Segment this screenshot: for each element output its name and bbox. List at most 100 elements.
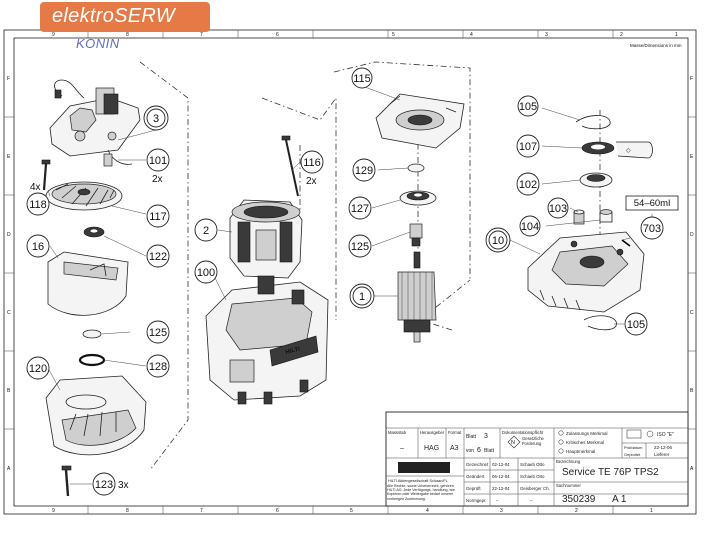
callout-118: 118	[26, 192, 50, 216]
tolerance-icon	[626, 429, 642, 439]
col-label-bottom: 9	[52, 508, 55, 514]
tb-row-label: Geprüft	[466, 486, 481, 491]
callout-122: 122	[146, 244, 170, 268]
long-screw-part	[281, 135, 299, 197]
row-label: E	[690, 154, 694, 160]
callout-103: 103	[547, 197, 569, 219]
tb-row-label: Gezeichnet	[466, 462, 489, 467]
callout-104: 104	[519, 215, 541, 237]
svg-text:122: 122	[149, 251, 167, 263]
callout-128: 128	[146, 354, 170, 378]
row-label: F	[7, 76, 10, 82]
air-guide-part	[47, 251, 129, 316]
tb-value: –	[400, 445, 404, 452]
dok-symbol-icon	[507, 435, 521, 449]
hilti-logo: HILTI	[413, 463, 435, 473]
callout-125: 125	[146, 320, 170, 344]
col-label-bottom: 1	[650, 508, 653, 514]
svg-text:116: 116	[303, 157, 321, 169]
armature-part	[397, 251, 437, 343]
tb-value: Lieferer	[654, 452, 670, 457]
row-label: D	[690, 232, 694, 238]
tb-row-name: Geisberger Ch.	[520, 486, 550, 491]
row-label: A	[7, 466, 11, 472]
row-label: E	[7, 154, 11, 160]
hilti-logo-box	[398, 462, 450, 473]
svg-text:125: 125	[149, 327, 167, 339]
inner-frame	[13, 37, 689, 507]
tb-value: A3	[450, 445, 459, 452]
tb-label: Blatt	[466, 434, 477, 440]
tb-label: Massstab	[388, 430, 407, 435]
col-label-top: 2	[620, 32, 623, 38]
callout-105: 105	[624, 312, 648, 336]
svg-text:127: 127	[351, 203, 369, 215]
callout-129: 129	[352, 158, 376, 182]
svg-text:1: 1	[359, 291, 365, 303]
tb-label: Prüfdatum	[624, 445, 643, 450]
callout-116: 116	[300, 150, 324, 174]
svg-text:107: 107	[519, 141, 537, 153]
col-label-bottom: 6	[276, 508, 279, 514]
col-label-top: 5	[392, 32, 395, 38]
grid-ticks	[4, 30, 696, 514]
svg-text:128: 128	[149, 361, 167, 373]
callout-120: 120	[26, 356, 50, 380]
tb-label: von	[466, 448, 474, 454]
col-label-top: 3	[545, 32, 548, 38]
callout-16: 16	[26, 234, 50, 258]
svg-text:118: 118	[29, 199, 47, 211]
watermark-city: KONIN	[76, 36, 120, 51]
svg-text:101: 101	[149, 155, 167, 167]
tb-index: A 1	[612, 494, 627, 505]
tb-part-number: 350239	[562, 494, 596, 505]
tb-row-date: –	[496, 498, 499, 503]
col-label-bottom: 3	[500, 508, 503, 514]
grease-amount: 54–60ml	[634, 198, 670, 209]
outer-frame	[3, 29, 697, 515]
tb-legal-text: Alle Rechte, sowie Urheberrecht, gehören…	[387, 484, 455, 501]
projection-icon	[646, 430, 654, 438]
svg-text:100: 100	[197, 267, 215, 279]
bearing-marking-icon: ◇	[626, 148, 631, 154]
brush-holder-part	[49, 79, 141, 167]
svg-text:703: 703	[643, 223, 661, 235]
svg-text:115: 115	[353, 73, 371, 85]
tb-row-date: 06-12-04	[492, 474, 510, 479]
svg-text:10: 10	[492, 235, 504, 247]
motor-housing-part: HILTI	[205, 275, 329, 405]
tb-label: Sachnummer	[556, 483, 582, 488]
tb-row-name: Schaeb Otto	[520, 462, 545, 467]
tb-value: 6	[477, 447, 481, 454]
tb-value: 22-12-06	[654, 445, 673, 450]
ring-part	[82, 329, 102, 339]
title-block: Massstab – Herausgeber HAG Format A3 Bla…	[385, 411, 689, 507]
callout-117: 117	[146, 204, 170, 228]
col-label-bottom: 2	[575, 508, 578, 514]
svg-text:120: 120	[29, 363, 47, 375]
svg-text:3: 3	[153, 113, 159, 125]
row-label: B	[7, 388, 11, 394]
stator-part	[229, 199, 303, 279]
dimension-note: Masse/Dimensions in mm	[630, 43, 682, 48]
quantity-label: 3x	[118, 480, 129, 491]
row-label: B	[690, 388, 694, 394]
tb-dok-text: Gesetzliche Forderung	[522, 436, 544, 446]
svg-text:125: 125	[351, 241, 369, 253]
tb-label: Zulassungs Merkmal	[566, 431, 608, 436]
col-label-top: 7	[200, 32, 203, 38]
col-label-top: 4	[470, 32, 473, 38]
bearing-part	[579, 172, 613, 188]
bearing-plate-part	[375, 93, 465, 149]
tb-label: Geplottet	[624, 452, 641, 457]
tb-company: HILTI Aktiengesellschaft Schaan/FL	[388, 479, 448, 483]
motor-cover-part	[45, 375, 147, 456]
row-label: D	[7, 232, 11, 238]
watermark-logo-bg	[40, 2, 210, 32]
svg-text:117: 117	[149, 211, 167, 223]
tb-title: Service TE 76P TPS2	[562, 467, 659, 478]
tb-row-date: 22-12-04	[492, 486, 510, 491]
callout-127: 127	[348, 196, 372, 220]
bearing-part: ◇	[581, 141, 653, 159]
